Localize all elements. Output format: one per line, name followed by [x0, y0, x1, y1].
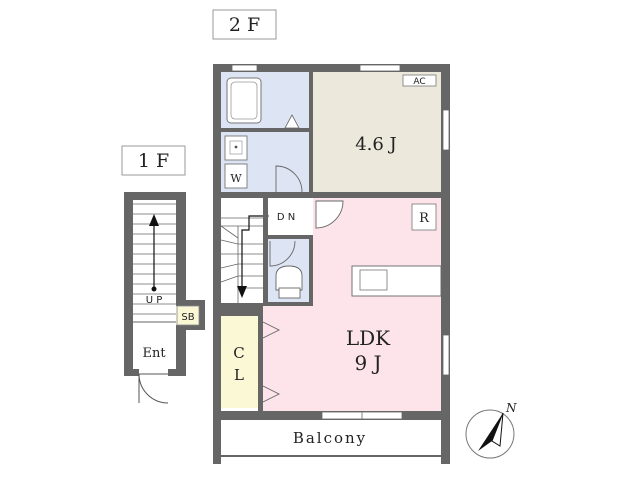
stair-up-label: U P [146, 295, 163, 306]
western-room-label: 4.6 J [355, 134, 397, 155]
ldk-label-line2: 9 J [354, 351, 381, 375]
closet-door-upper [262, 321, 281, 339]
washer [224, 163, 248, 189]
stair-down-arrow-head [237, 286, 247, 298]
second-floor-plan: W 4.6 J AC D N [213, 64, 450, 464]
stair-down-label: D N [277, 212, 295, 223]
ac-unit [402, 74, 437, 87]
stair-down-arrow-line [241, 215, 266, 292]
floor-label-1f-text: 1 F [138, 150, 169, 172]
closet-door-lower [262, 385, 281, 403]
closet-label-line1: C [233, 344, 244, 362]
kitchen-sink [359, 269, 388, 291]
walls-1f [124, 192, 205, 376]
compass: N [465, 401, 517, 459]
closet [221, 316, 258, 408]
washroom-door [275, 165, 303, 193]
entrance-door [138, 373, 169, 404]
stair-up-arrow-head [149, 214, 159, 226]
compass-north-label: N [505, 401, 517, 415]
closet-label-line2: L [234, 366, 244, 384]
western-room-door [315, 200, 344, 229]
floor-label-2f: 2 F [212, 9, 277, 40]
first-floor-plan: U P Ent SB [124, 192, 205, 404]
floor-label-2f-text: 2 F [229, 14, 260, 36]
shoe-box-label: SB [181, 312, 194, 323]
ldk-room-lower [263, 300, 441, 411]
ac-label: AC [413, 77, 425, 87]
toilet [275, 265, 303, 291]
washer-label: W [230, 172, 242, 185]
ldk-label-line1: LDK [346, 326, 391, 350]
balcony-label: Balcony [293, 429, 367, 447]
balcony [221, 420, 441, 456]
stair-up-dot [151, 286, 157, 292]
western-room [313, 72, 441, 192]
floor-label-1f: 1 F [121, 145, 186, 176]
shoe-box [176, 305, 200, 326]
bathtub [226, 77, 262, 124]
entrance-label: Ent [142, 346, 166, 361]
refrigerator [411, 203, 437, 231]
refrigerator-label: R [419, 211, 430, 226]
toilet-door [269, 240, 296, 267]
